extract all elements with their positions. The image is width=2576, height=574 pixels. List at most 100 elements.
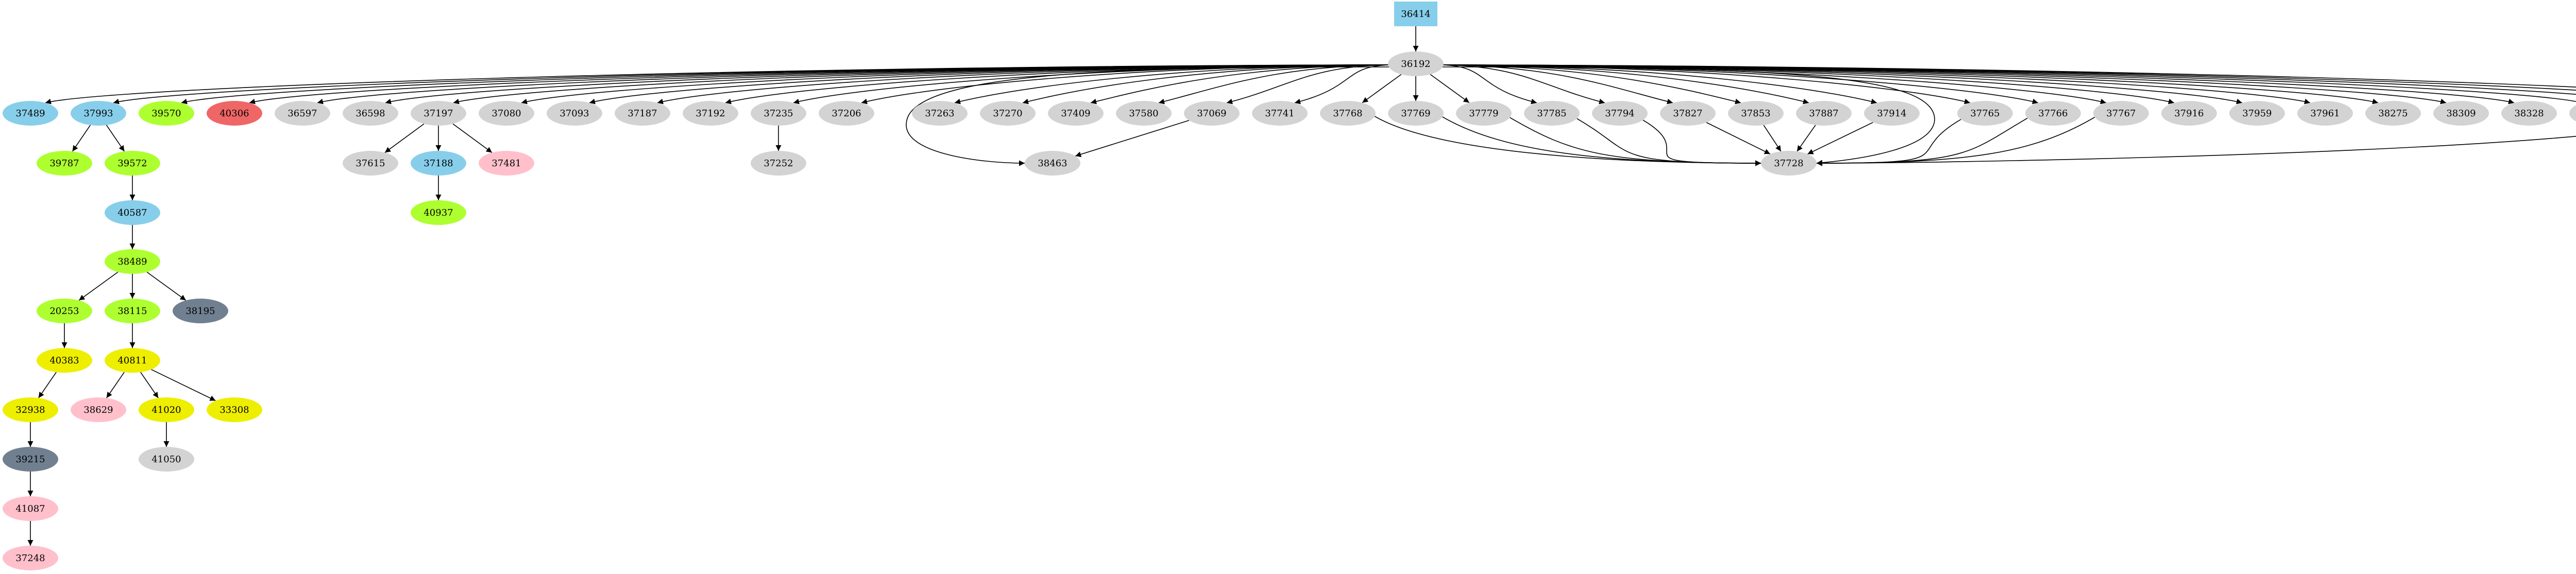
node-ellipse-shape (1184, 101, 1240, 126)
node-37187[interactable]: 37187 (615, 101, 670, 126)
node-40383[interactable]: 40383 (37, 348, 92, 373)
node-33308[interactable]: 33308 (207, 397, 262, 422)
node-37785[interactable]: 37785 (1524, 101, 1580, 126)
node-38463[interactable]: 38463 (1025, 151, 1080, 176)
node-40587[interactable]: 40587 (105, 200, 160, 225)
node-41020[interactable]: 41020 (139, 397, 194, 422)
node-20253[interactable]: 20253 (37, 299, 92, 323)
node-ellipse-shape (3, 546, 58, 570)
node-39570[interactable]: 39570 (139, 101, 194, 126)
node-37206[interactable]: 37206 (819, 101, 874, 126)
node-37961[interactable]: 37961 (2297, 101, 2353, 126)
node-ellipse-shape (105, 348, 160, 373)
node-38115[interactable]: 38115 (105, 299, 160, 323)
node-37779[interactable]: 37779 (1456, 101, 1512, 126)
node-label: 39570 (151, 108, 181, 119)
node-ellipse-shape (615, 101, 670, 126)
node-37993[interactable]: 37993 (71, 101, 126, 126)
node-41087[interactable]: 41087 (3, 496, 58, 521)
node-37409[interactable]: 37409 (1048, 101, 1104, 126)
node-ellipse-shape (275, 101, 330, 126)
node-40306[interactable]: 40306 (207, 101, 262, 126)
node-label: 37914 (1877, 108, 1906, 119)
node-ellipse-shape (411, 101, 466, 126)
node-37093[interactable]: 37093 (547, 101, 602, 126)
node-37248[interactable]: 37248 (3, 546, 58, 570)
edge-40383-32938 (38, 372, 57, 398)
node-ellipse-shape (139, 397, 194, 422)
node-37270[interactable]: 37270 (980, 101, 1036, 126)
edge-36192-38463 (906, 66, 1391, 166)
node-37615[interactable]: 37615 (343, 151, 398, 176)
node-ellipse-shape (1252, 101, 1308, 126)
node-37914[interactable]: 37914 (1864, 101, 1920, 126)
node-38378[interactable]: 38378 (2569, 101, 2576, 126)
node-37188[interactable]: 37188 (411, 151, 466, 176)
node-38309[interactable]: 38309 (2433, 101, 2489, 126)
node-37887[interactable]: 37887 (1796, 101, 1852, 126)
node-ellipse-shape (2569, 105, 2576, 121)
node-37916[interactable]: 37916 (2161, 101, 2217, 126)
node-label: 38195 (185, 306, 215, 317)
node-label: 37080 (492, 108, 521, 119)
edge-36192-37409 (1090, 64, 1391, 105)
node-38629[interactable]: 38629 (71, 397, 126, 422)
node-37252[interactable]: 37252 (751, 151, 806, 176)
node-37853[interactable]: 37853 (1728, 101, 1784, 126)
node-41050[interactable]: 41050 (139, 447, 194, 472)
node-label: 37728 (1774, 158, 1803, 169)
node-ellipse-shape (71, 397, 126, 422)
node-label: 38629 (83, 405, 113, 415)
node-37794[interactable]: 37794 (1592, 101, 1648, 126)
node-37080[interactable]: 37080 (479, 101, 534, 126)
node-37192[interactable]: 37192 (683, 101, 738, 126)
node-40937[interactable]: 40937 (411, 200, 466, 225)
node-38275[interactable]: 38275 (2365, 101, 2421, 126)
node-ellipse-shape (2229, 101, 2285, 126)
node-39787[interactable]: 39787 (37, 151, 92, 176)
edge-40811-33308 (151, 369, 216, 402)
edge-37827-37728 (1706, 122, 1771, 154)
node-36597[interactable]: 36597 (275, 101, 330, 126)
node-label: 39572 (117, 158, 147, 169)
node-37765[interactable]: 37765 (1957, 101, 2013, 126)
node-38195[interactable]: 38195 (173, 299, 228, 323)
node-37769[interactable]: 37769 (1388, 101, 1444, 126)
node-ellipse-shape (411, 200, 466, 225)
node-37959[interactable]: 37959 (2229, 101, 2285, 126)
node-37263[interactable]: 37263 (912, 101, 968, 126)
node-label: 37580 (1129, 108, 1158, 119)
node-37766[interactable]: 37766 (2025, 101, 2081, 126)
node-32938[interactable]: 32938 (3, 397, 58, 422)
node-39572[interactable]: 39572 (105, 151, 160, 176)
node-38328[interactable]: 38328 (2501, 101, 2557, 126)
node-37197[interactable]: 37197 (411, 101, 466, 126)
node-label: 41050 (151, 454, 181, 465)
node-37741[interactable]: 37741 (1252, 101, 1308, 126)
edge-37993-39787 (72, 125, 91, 152)
edge-36192-37768 (1362, 74, 1402, 103)
node-box-shape (1394, 2, 1437, 26)
node-37235[interactable]: 37235 (751, 101, 806, 126)
node-36414[interactable]: 36414 (1394, 2, 1437, 26)
node-ellipse-shape (2297, 101, 2353, 126)
node-label: 37961 (2310, 108, 2340, 119)
node-37767[interactable]: 37767 (2093, 101, 2149, 126)
node-label: 37409 (1061, 108, 1090, 119)
node-37768[interactable]: 37768 (1320, 101, 1376, 126)
node-40811[interactable]: 40811 (105, 348, 160, 373)
node-37069[interactable]: 37069 (1184, 101, 1240, 126)
node-37580[interactable]: 37580 (1116, 101, 1172, 126)
node-36598[interactable]: 36598 (343, 101, 398, 126)
node-37827[interactable]: 37827 (1660, 101, 1716, 126)
node-37489[interactable]: 37489 (3, 101, 58, 126)
node-37728[interactable]: 37728 (1761, 151, 1817, 176)
node-label: 37853 (1741, 108, 1770, 119)
node-37481[interactable]: 37481 (479, 151, 534, 176)
edge-36192-37887 (1440, 64, 1809, 105)
edge-37197-37615 (384, 123, 425, 153)
node-38489[interactable]: 38489 (105, 249, 160, 274)
node-39215[interactable]: 39215 (3, 447, 58, 472)
node-ellipse-shape (1025, 151, 1080, 176)
node-36192[interactable]: 36192 (1388, 51, 1444, 76)
